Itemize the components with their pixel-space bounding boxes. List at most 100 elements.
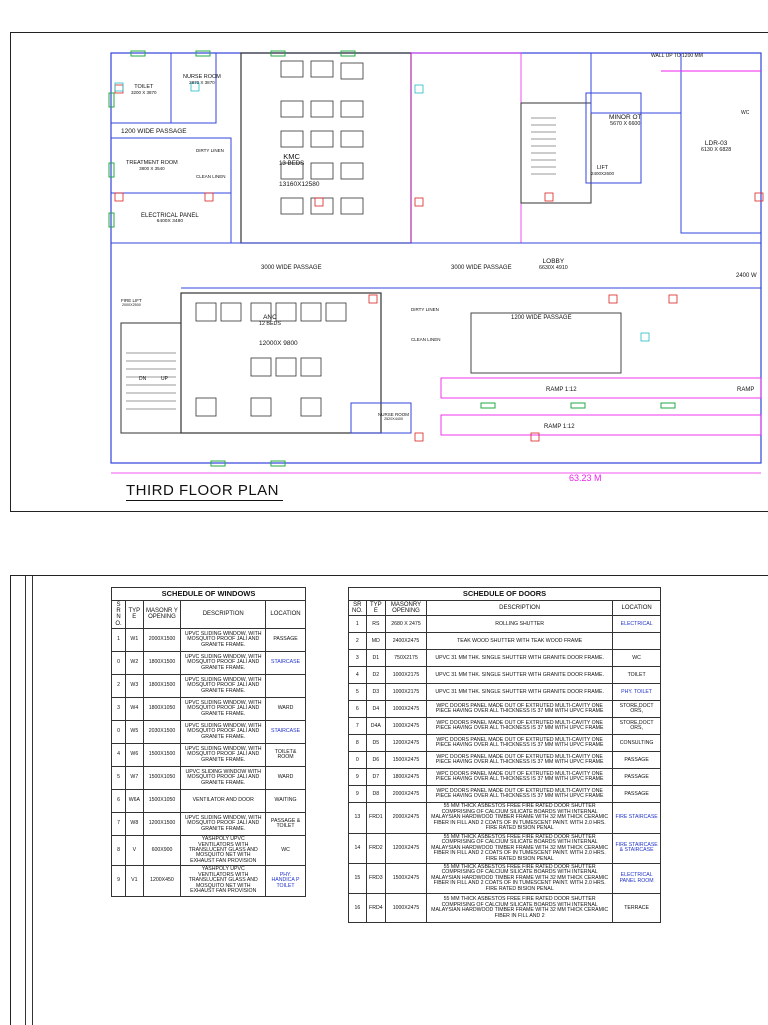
description-cell: UPVC 31 MM THK. SINGLE SHUTTER WITH GRAN… [426, 666, 614, 685]
room-name: ANC [263, 314, 277, 321]
plan-annotation: 63.23 M [569, 473, 602, 483]
room-size: 2000X2500 [121, 302, 141, 307]
location-cell: PASSAGE [612, 768, 661, 787]
room-name: 1200 WIDE PASSAGE [511, 315, 572, 321]
type-cell: D6 [365, 751, 386, 770]
row-number: 9 [348, 785, 367, 804]
room-size: 3200 X 3870 [131, 89, 157, 95]
row-number: 7 [348, 717, 367, 736]
room-label: DIRTY LINEN [196, 148, 224, 154]
type-cell: FRD3 [365, 862, 386, 895]
row-number: 4 [110, 743, 127, 768]
window-markers [108, 50, 676, 467]
room-label: CLEAN LINEN [196, 174, 226, 180]
description-cell: WPC DOORS PANEL MADE OUT OF EXTRUTED MUL… [426, 785, 614, 804]
room-size: 5670 X 6600 [610, 120, 641, 127]
type-cell: W6A [125, 789, 144, 814]
column-header: MASONRY OPENING [384, 599, 428, 617]
description-cell: UPVC SLIDING WINDOW, WITH MOSQUITO PROOF… [180, 697, 267, 722]
room-size: 6130 X 6828 [701, 146, 732, 153]
location-cell: STAIRCASE [265, 720, 306, 745]
fire-stair-steps [126, 352, 176, 410]
location-cell: CONSULTING [612, 734, 661, 753]
room-label: RAMP 1:12 [544, 424, 575, 430]
location-cell: WC [265, 835, 306, 867]
description-cell: 55 MM THICK ASBESTOS FREE FIRE RATED DOO… [426, 862, 614, 895]
type-cell: W4 [125, 697, 144, 722]
room-size: 2870 X 3870 [189, 79, 215, 85]
description-cell: UPVC SLIDING WINDOW, WITH MOSQUITO PROOF… [180, 720, 267, 745]
opening-cell: 1500X2475 [384, 751, 428, 770]
description-cell: UPVC 31 MM THK. SINGLE SHUTTER WITH GRAN… [426, 649, 614, 668]
room-label: 13160X12580 [279, 181, 320, 189]
type-cell: D8 [365, 785, 386, 804]
room-size: 6630X 4910 [539, 264, 568, 271]
row-number: 3 [110, 697, 127, 722]
description-cell: YASHPOLY UPVC VENTILATORS WITH TRANSLUCE… [180, 865, 267, 897]
location-cell: STAIRCASE [265, 651, 306, 676]
opening-cell: 1800X1050 [142, 697, 182, 722]
floor-plan-drawing [108, 50, 764, 474]
windows-schedule-title: SCHEDULE OF WINDOWS [111, 587, 306, 601]
row-number: 5 [348, 683, 367, 702]
room-name: NURSE ROOM [378, 412, 410, 417]
description-cell: UPVC SLIDING WINDOW, WITH MOSQUITO PROOF… [180, 628, 267, 653]
lift-shaft [585, 92, 642, 184]
row-number: 13 [348, 802, 367, 834]
type-cell: D4 [365, 700, 386, 719]
location-cell: FIRE STAIRCASE [612, 802, 661, 834]
kmc-beds [280, 60, 364, 215]
location-cell: PHY. HANDICA P TOILET [265, 865, 306, 897]
description-cell: ROLLING SHUTTER [426, 615, 614, 634]
room-size: 3800 X 3540 [139, 165, 165, 171]
room-name: 1200 WIDE PASSAGE [121, 128, 187, 135]
opening-cell: 1000X2475 [384, 893, 428, 924]
room-name: CLEAN LINEN [411, 337, 441, 342]
location-cell: WARD [265, 766, 306, 791]
opening-cell: 1000X2175 [384, 683, 428, 702]
location-cell: PASSAGE & TOILET [265, 812, 306, 837]
column-header: LOCATION [265, 599, 306, 630]
opening-cell: 1500X1050 [142, 789, 182, 814]
stair-lobby [520, 102, 592, 204]
description-cell: WPC DOORS PANEL MADE OUT OF EXTRUTED MUL… [426, 768, 614, 787]
room-label: 3000 WIDE PASSAGE [261, 265, 322, 271]
type-cell: FRD4 [365, 893, 386, 924]
column-header: MASONR Y OPENING [142, 599, 182, 630]
row-number: 0 [110, 651, 127, 676]
description-cell: WPC DOORS PANEL MADE OUT OF EXTRUTED MUL… [426, 700, 614, 719]
room-label: 3000 WIDE PASSAGE [451, 265, 512, 271]
location-cell: PASSAGE [612, 785, 661, 804]
location-cell [265, 674, 306, 699]
location-cell: PHY. TOILET [612, 683, 661, 702]
description-cell: 55 MM THICK ASBESTOS FREE FIRE RATED DOO… [426, 832, 614, 865]
opening-cell: 600X900 [142, 835, 182, 867]
type-cell: W7 [125, 766, 144, 791]
opening-cell: 2000X2475 [384, 802, 428, 834]
type-cell: W3 [125, 674, 144, 699]
opening-cell: 1800X2475 [384, 768, 428, 787]
description-cell: UPVC SLIDING WINDOW, WITH MOSQUITO PROOF… [180, 743, 267, 768]
location-cell: STORE,DOCT ORS, [612, 717, 661, 736]
row-number: 8 [348, 734, 367, 753]
type-cell: W8 [125, 812, 144, 837]
room-label: RAMP [737, 387, 754, 393]
room-name: FIRE LIFT [121, 298, 142, 303]
description-cell: UPVC SLIDING WINDOW WITH MOSQUITO PROOF … [180, 766, 267, 791]
room-size: 2520X4400 [384, 416, 403, 421]
